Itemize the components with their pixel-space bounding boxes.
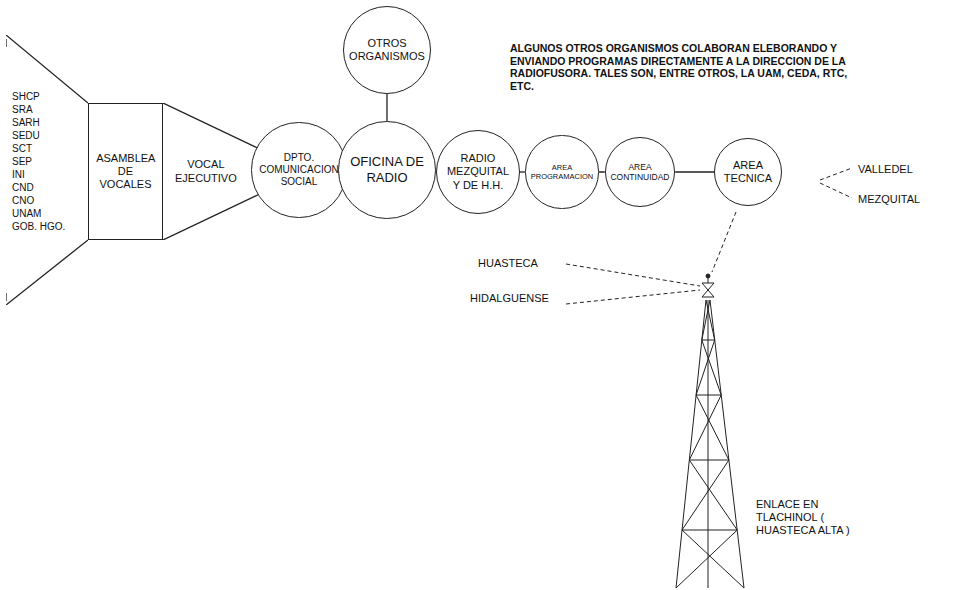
node-label: GOB. HGO. [12,220,65,233]
group-band: SHCPSRASARHSEDUSCTSEPINICNDCNOUNAMGOB. H… [6,35,88,305]
signal-line [820,183,852,198]
node-text-block: DPTO. COMUNICACION SOCIAL [259,152,338,188]
node-label: SRA [12,103,65,116]
node-label: AREA PROGRAMACION [531,163,594,181]
trapezoid-edge [163,103,258,240]
node-text-block: SHCPSRASARHSEDUSCTSEPINICNDCNOUNAMGOB. H… [12,90,65,233]
node-label: AREA CONTINUIDAD [610,162,669,182]
signal-line [566,290,700,304]
funnel-edge [6,35,88,305]
place-label: VALLEDEL [858,163,913,176]
signal-line [566,264,700,286]
node-label: RADIO MEZQUITAL Y DE H.H. [446,152,510,192]
node-label: VOCAL EJECUTIVO [175,158,237,184]
node-label: SEDU [12,129,65,142]
node-label: CNO [12,194,65,207]
place-label: HIDALGUENSE [470,292,549,305]
antenna-tower [676,274,744,588]
node-text-block: AREA CONTINUIDAD [610,162,669,182]
connector-line [386,94,387,121]
node-label: ASAMBLEA DE VOCALES [96,152,155,192]
connector-line [675,171,714,172]
process-circle: OTROS ORGANISMOS [343,6,431,94]
tower-bracing [676,300,744,588]
process-circle: RADIO MEZQUITAL Y DE H.H. [436,130,520,214]
group-band: VOCAL EJECUTIVO [163,103,258,240]
link-line [712,212,736,272]
node-label: UNAM [12,207,65,220]
node-text-block: RADIO MEZQUITAL Y DE H.H. [446,152,510,192]
node-text-block: AREA TECNICA [724,159,772,185]
place-label: ENLACE EN TLACHINOL ( HUASTECA ALTA ) [756,498,874,538]
process-circle: DPTO. COMUNICACION SOCIAL [251,122,346,217]
process-circle: AREA TECNICA [714,138,782,206]
note-text: ALGUNOS OTROS ORGANISMOS COLABORAN ELEBO… [510,42,860,92]
process-circle: OFICINA DE RADIO [338,121,436,219]
node-text-block: OFICINA DE RADIO [345,154,429,185]
node-label: SCT [12,142,65,155]
node-label: INI [12,168,65,181]
node-label: DPTO. COMUNICACION SOCIAL [259,152,338,188]
connector-line [599,171,605,172]
node-label: SHCP [12,90,65,103]
node-label: OTROS ORGANISMOS [349,37,425,63]
place-label: HUASTECA [478,257,538,270]
node-text-block: VOCAL EJECUTIVO [175,158,237,184]
node-text-block: ASAMBLEA DE VOCALES [96,152,155,192]
process-circle: AREA PROGRAMACION [525,135,598,208]
node-label: SEP [12,155,65,168]
antenna-tip [706,274,710,278]
node-label: CND [12,181,65,194]
signal-line [820,168,852,180]
tower-leg [710,300,744,588]
node-text-block: OTROS ORGANISMOS [349,37,425,63]
antenna-mast [708,278,709,283]
process-circle: AREA CONTINUIDAD [605,137,675,207]
node-label: OFICINA DE RADIO [345,154,429,185]
place-label: MEZQUITAL [858,193,920,206]
antenna-symbol [702,283,714,297]
process-box: ASAMBLEA DE VOCALES [88,103,163,240]
node-text-block: AREA PROGRAMACION [531,163,594,181]
node-label: SARH [12,116,65,129]
tower-leg [676,300,706,588]
node-label: AREA TECNICA [724,159,772,185]
